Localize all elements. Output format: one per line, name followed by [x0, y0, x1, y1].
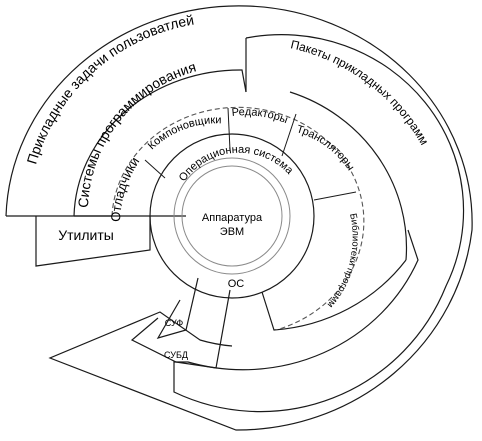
packages-ring-boundary: [173, 34, 465, 413]
hardware-core: [181, 165, 283, 267]
outer-label: Прикладные задачи пользоватлей: [24, 12, 196, 166]
libraries-label: Библиотеки программ: [325, 212, 361, 309]
debuggers-label: Отладчики: [108, 154, 142, 222]
prog-systems-ring-boundary: [73, 69, 247, 217]
utilities-box: [35, 216, 151, 267]
divider-debuggers-linkers: [144, 159, 166, 179]
dbms-label: СУБД: [164, 350, 188, 360]
os-short-label: ОС: [228, 278, 245, 290]
translators-label: Трансляторы: [295, 123, 357, 173]
fs-wedge: [156, 277, 199, 339]
utilities-label: Утилиты: [58, 227, 114, 243]
os-ring-outer: [149, 133, 315, 299]
divider-editors-translators: [281, 113, 297, 157]
editors-label: Редакторы: [231, 106, 289, 126]
fs-label: СУФ: [165, 318, 184, 328]
outer-ring-boundary: [5, 5, 473, 431]
hardware-label-line1: Аппаратура: [202, 212, 263, 224]
prog-systems-ring-right: [289, 91, 408, 261]
divider-translators-libraries: [313, 191, 357, 201]
packages-ring-bottom: [261, 259, 407, 331]
os-ring-label: Операционная система: [177, 144, 296, 184]
dbms-wedge: [130, 289, 231, 369]
divider-linkers-editors: [227, 107, 231, 151]
hardware-label-line2: ЭВМ: [220, 226, 244, 238]
tools-dashed-ring: [111, 106, 365, 331]
os-ring-inner: [173, 157, 291, 275]
